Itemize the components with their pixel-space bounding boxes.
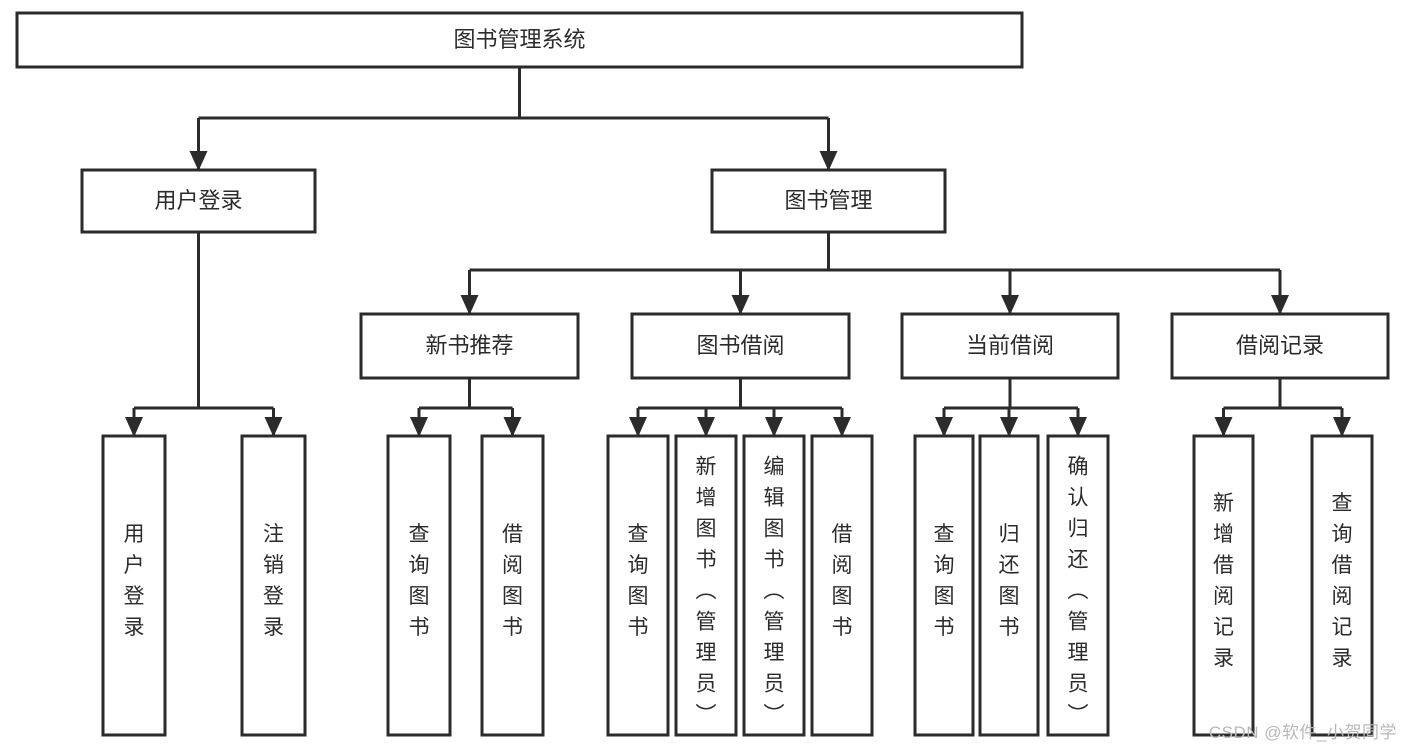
connector-group — [410, 378, 522, 437]
connector-group — [460, 232, 1289, 315]
node-label: 用户登录 — [154, 188, 242, 213]
node-label: 借阅图书 — [832, 523, 853, 639]
node-box[interactable] — [359, 312, 580, 380]
node-label: 新书推荐 — [425, 333, 513, 358]
node-box[interactable] — [674, 434, 738, 737]
diagram-nodes-layer: 图书管理系统用户登录图书管理新书推荐图书借阅当前借阅借阅记录用户登录注销登录查询… — [15, 11, 1390, 737]
node-l3_3[interactable]: 借阅记录 — [1170, 312, 1390, 380]
node-box[interactable] — [240, 434, 307, 737]
node-leaf_3[interactable]: 借阅图书 — [480, 434, 545, 737]
node-l2_1[interactable]: 图书管理 — [710, 168, 947, 234]
arrow-head-icon — [629, 417, 647, 437]
arrow-head-icon — [1333, 417, 1351, 437]
node-label: 图书管理系统 — [453, 27, 585, 52]
arrow-head-icon — [1271, 295, 1289, 315]
arrow-head-icon — [503, 417, 522, 437]
node-box[interactable] — [101, 434, 167, 737]
node-box[interactable] — [1310, 434, 1374, 737]
node-leaf_2[interactable]: 查询图书 — [386, 434, 452, 737]
node-box[interactable] — [742, 434, 806, 737]
node-label: 用户登录 — [124, 523, 145, 639]
arrow-head-icon — [1214, 417, 1233, 437]
node-leaf_10[interactable]: 确认归还︵管理员︶ — [1046, 434, 1110, 737]
node-leaf_5[interactable]: 新增图书︵管理员︶ — [674, 434, 738, 737]
node-leaf_9[interactable]: 归还图书 — [978, 434, 1040, 737]
node-label: 借阅记录 — [1236, 333, 1324, 358]
node-box[interactable] — [810, 434, 874, 737]
connector-group — [935, 378, 1087, 437]
node-root[interactable]: 图书管理系统 — [15, 11, 1024, 69]
node-box[interactable] — [1170, 312, 1390, 380]
node-label: 归还图书 — [999, 523, 1020, 639]
connector-group — [629, 378, 851, 437]
node-leaf_12[interactable]: 查询借阅记录 — [1310, 434, 1374, 737]
node-leaf_1[interactable]: 注销登录 — [240, 434, 307, 737]
connector-group — [1214, 378, 1351, 437]
node-label: 编辑图书︵管理员︶ — [764, 456, 785, 727]
arrow-head-icon — [833, 417, 851, 437]
node-box[interactable] — [480, 434, 545, 737]
node-label: 查询图书 — [409, 523, 430, 639]
arrow-head-icon — [410, 417, 428, 437]
arrow-head-icon — [264, 417, 283, 437]
node-label: 查询图书 — [934, 523, 955, 639]
node-box[interactable] — [913, 434, 975, 737]
node-box[interactable] — [630, 312, 851, 380]
node-leaf_8[interactable]: 查询图书 — [913, 434, 975, 737]
arrow-head-icon — [189, 151, 208, 171]
arrow-head-icon — [460, 295, 479, 315]
node-label: 当前借阅 — [966, 333, 1054, 358]
node-label: 注销登录 — [263, 523, 284, 639]
node-box[interactable] — [978, 434, 1040, 737]
node-box[interactable] — [386, 434, 452, 737]
node-box[interactable] — [900, 312, 1120, 380]
node-label: 查询借阅记录 — [1332, 492, 1353, 670]
node-l3_0[interactable]: 新书推荐 — [359, 312, 580, 380]
arrow-head-icon — [731, 295, 750, 315]
node-l3_1[interactable]: 图书借阅 — [630, 312, 851, 380]
connector-group — [125, 232, 283, 437]
node-leaf_6[interactable]: 编辑图书︵管理员︶ — [742, 434, 806, 737]
node-leaf_0[interactable]: 用户登录 — [101, 434, 167, 737]
arrow-head-icon — [1001, 295, 1019, 315]
node-label: 新增图书︵管理员︶ — [696, 456, 717, 727]
node-label: 新增借阅记录 — [1213, 492, 1234, 670]
arrow-head-icon — [819, 151, 838, 171]
node-label: 图书借阅 — [696, 333, 784, 358]
node-label: 确认归还︵管理员︶ — [1068, 456, 1089, 727]
connector-group — [189, 67, 838, 171]
arrow-head-icon — [765, 417, 783, 437]
node-box[interactable] — [606, 434, 670, 737]
node-box[interactable] — [710, 168, 947, 234]
node-leaf_4[interactable]: 查询图书 — [606, 434, 670, 737]
node-label: 图书管理 — [784, 188, 872, 213]
node-leaf_11[interactable]: 新增借阅记录 — [1192, 434, 1255, 737]
arrow-head-icon — [697, 417, 715, 437]
connector-edges-layer — [125, 67, 1351, 437]
arrow-head-icon — [125, 417, 143, 437]
node-box[interactable] — [1192, 434, 1255, 737]
arrow-head-icon — [1069, 417, 1087, 437]
node-box[interactable] — [80, 168, 317, 234]
arrow-head-icon — [935, 417, 953, 437]
node-box[interactable] — [15, 11, 1024, 69]
node-label: 查询图书 — [628, 523, 649, 639]
arrow-head-icon — [1000, 417, 1018, 437]
node-label: 借阅图书 — [502, 523, 523, 639]
node-box[interactable] — [1046, 434, 1110, 737]
node-l3_2[interactable]: 当前借阅 — [900, 312, 1120, 380]
node-leaf_7[interactable]: 借阅图书 — [810, 434, 874, 737]
node-l2_0[interactable]: 用户登录 — [80, 168, 317, 234]
